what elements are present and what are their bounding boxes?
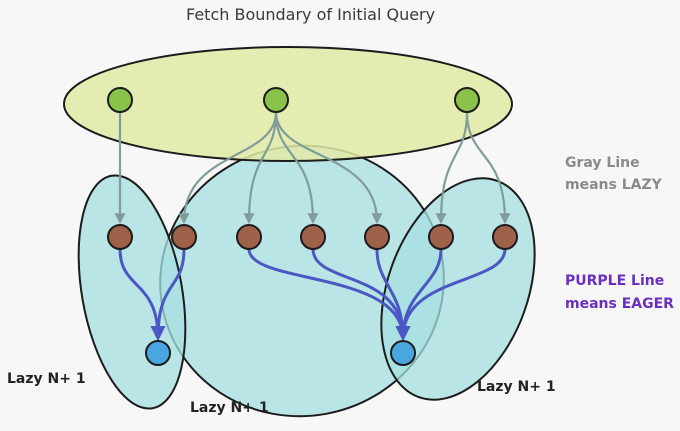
diagram-title: Fetch Boundary of Initial Query <box>186 5 436 24</box>
eager-line <box>375 248 411 341</box>
lazy-line <box>465 111 511 225</box>
root-node <box>107 87 133 113</box>
lazy-line <box>274 111 319 225</box>
child-node <box>492 224 518 250</box>
eager-lines <box>118 248 507 341</box>
purple-line-legend-2: means EAGER <box>565 296 674 312</box>
child-node <box>364 224 390 250</box>
root-node <box>263 87 289 113</box>
lazy-line <box>243 111 278 225</box>
child-node <box>300 224 326 250</box>
eager-line <box>311 248 411 341</box>
gray-line-legend-2: means LAZY <box>565 177 662 193</box>
child-node <box>107 224 133 250</box>
middle-group-caption: Lazy N+ 1 <box>190 400 269 416</box>
eager-line <box>395 248 507 341</box>
root-node <box>454 87 480 113</box>
eager-line <box>150 248 186 341</box>
eager-line <box>247 248 411 341</box>
child-node <box>171 224 197 250</box>
leaf-node <box>390 340 416 366</box>
lazy-line <box>178 111 278 225</box>
lazy-line <box>435 111 469 225</box>
lazy-line <box>274 111 383 225</box>
left-group-caption: Lazy N+ 1 <box>7 371 86 387</box>
child-node <box>428 224 454 250</box>
purple-line-legend-1: PURPLE Line <box>565 273 665 289</box>
eager-line <box>118 248 166 341</box>
gray-line-legend-1: Gray Line <box>565 155 640 171</box>
child-node <box>236 224 262 250</box>
lazy-lines <box>114 111 511 225</box>
leaf-node <box>145 340 171 366</box>
right-group-caption: Lazy N+ 1 <box>477 379 556 395</box>
